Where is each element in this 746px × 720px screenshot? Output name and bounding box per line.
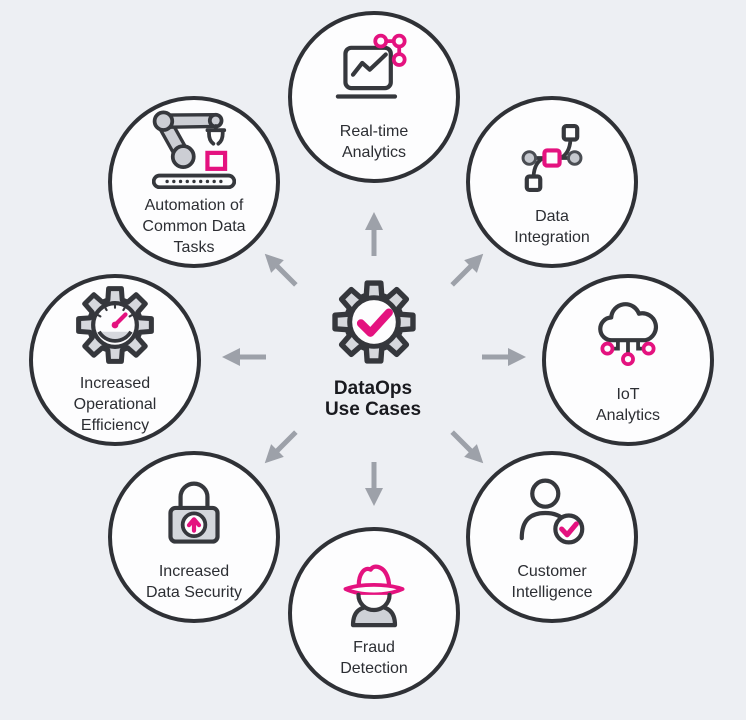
- diagram-title: DataOps Use Cases: [324, 378, 422, 420]
- radial-arrow-top: [364, 212, 384, 258]
- node-data-integration: Data Integration: [466, 96, 638, 268]
- node-iot-analytics: IoT Analytics: [542, 274, 714, 446]
- gear-check-icon: [332, 280, 416, 364]
- radial-arrow-left: [222, 347, 268, 367]
- node-increased-data-security: Increased Data Security: [108, 451, 280, 623]
- node-automation-of-common-data-tasks: Automation of Common Data Tasks: [108, 96, 280, 268]
- radial-arrow-bottom-right: [444, 424, 491, 471]
- radial-arrow-bottom-left: [258, 424, 305, 471]
- node-label: Automation of Common Data Tasks: [142, 197, 246, 256]
- node-label: Customer Intelligence: [511, 562, 593, 601]
- node-label: Real-time Analytics: [339, 122, 409, 161]
- automation-icon: [152, 110, 236, 190]
- node-label: IoT Analytics: [595, 385, 661, 424]
- node-label: Data Integration: [514, 207, 590, 246]
- node-fraud-detection: Fraud Detection: [288, 527, 460, 699]
- node-customer-intelligence: Customer Intelligence: [466, 451, 638, 623]
- data-integration-icon: [521, 123, 583, 192]
- node-label: Fraud Detection: [340, 638, 408, 677]
- data-security-icon: [168, 481, 220, 544]
- customer-intelligence-icon: [519, 478, 585, 545]
- radial-arrow-bottom: [364, 460, 384, 506]
- fraud-detection-icon: [343, 564, 405, 627]
- radial-arrow-right: [480, 347, 526, 367]
- realtime-analytics-icon: [335, 33, 407, 99]
- operational-efficiency-icon: [76, 286, 154, 365]
- iot-analytics-icon: [598, 301, 659, 366]
- node-label: Increased Operational Efficiency: [73, 375, 157, 434]
- radial-arrow-top-left: [258, 247, 305, 294]
- node-increased-operational-efficiency: Increased Operational Efficiency: [29, 274, 201, 446]
- radial-arrow-top-right: [444, 247, 491, 294]
- node-real-time-analytics: Real-time Analytics: [288, 11, 460, 183]
- node-label: Increased Data Security: [145, 562, 243, 601]
